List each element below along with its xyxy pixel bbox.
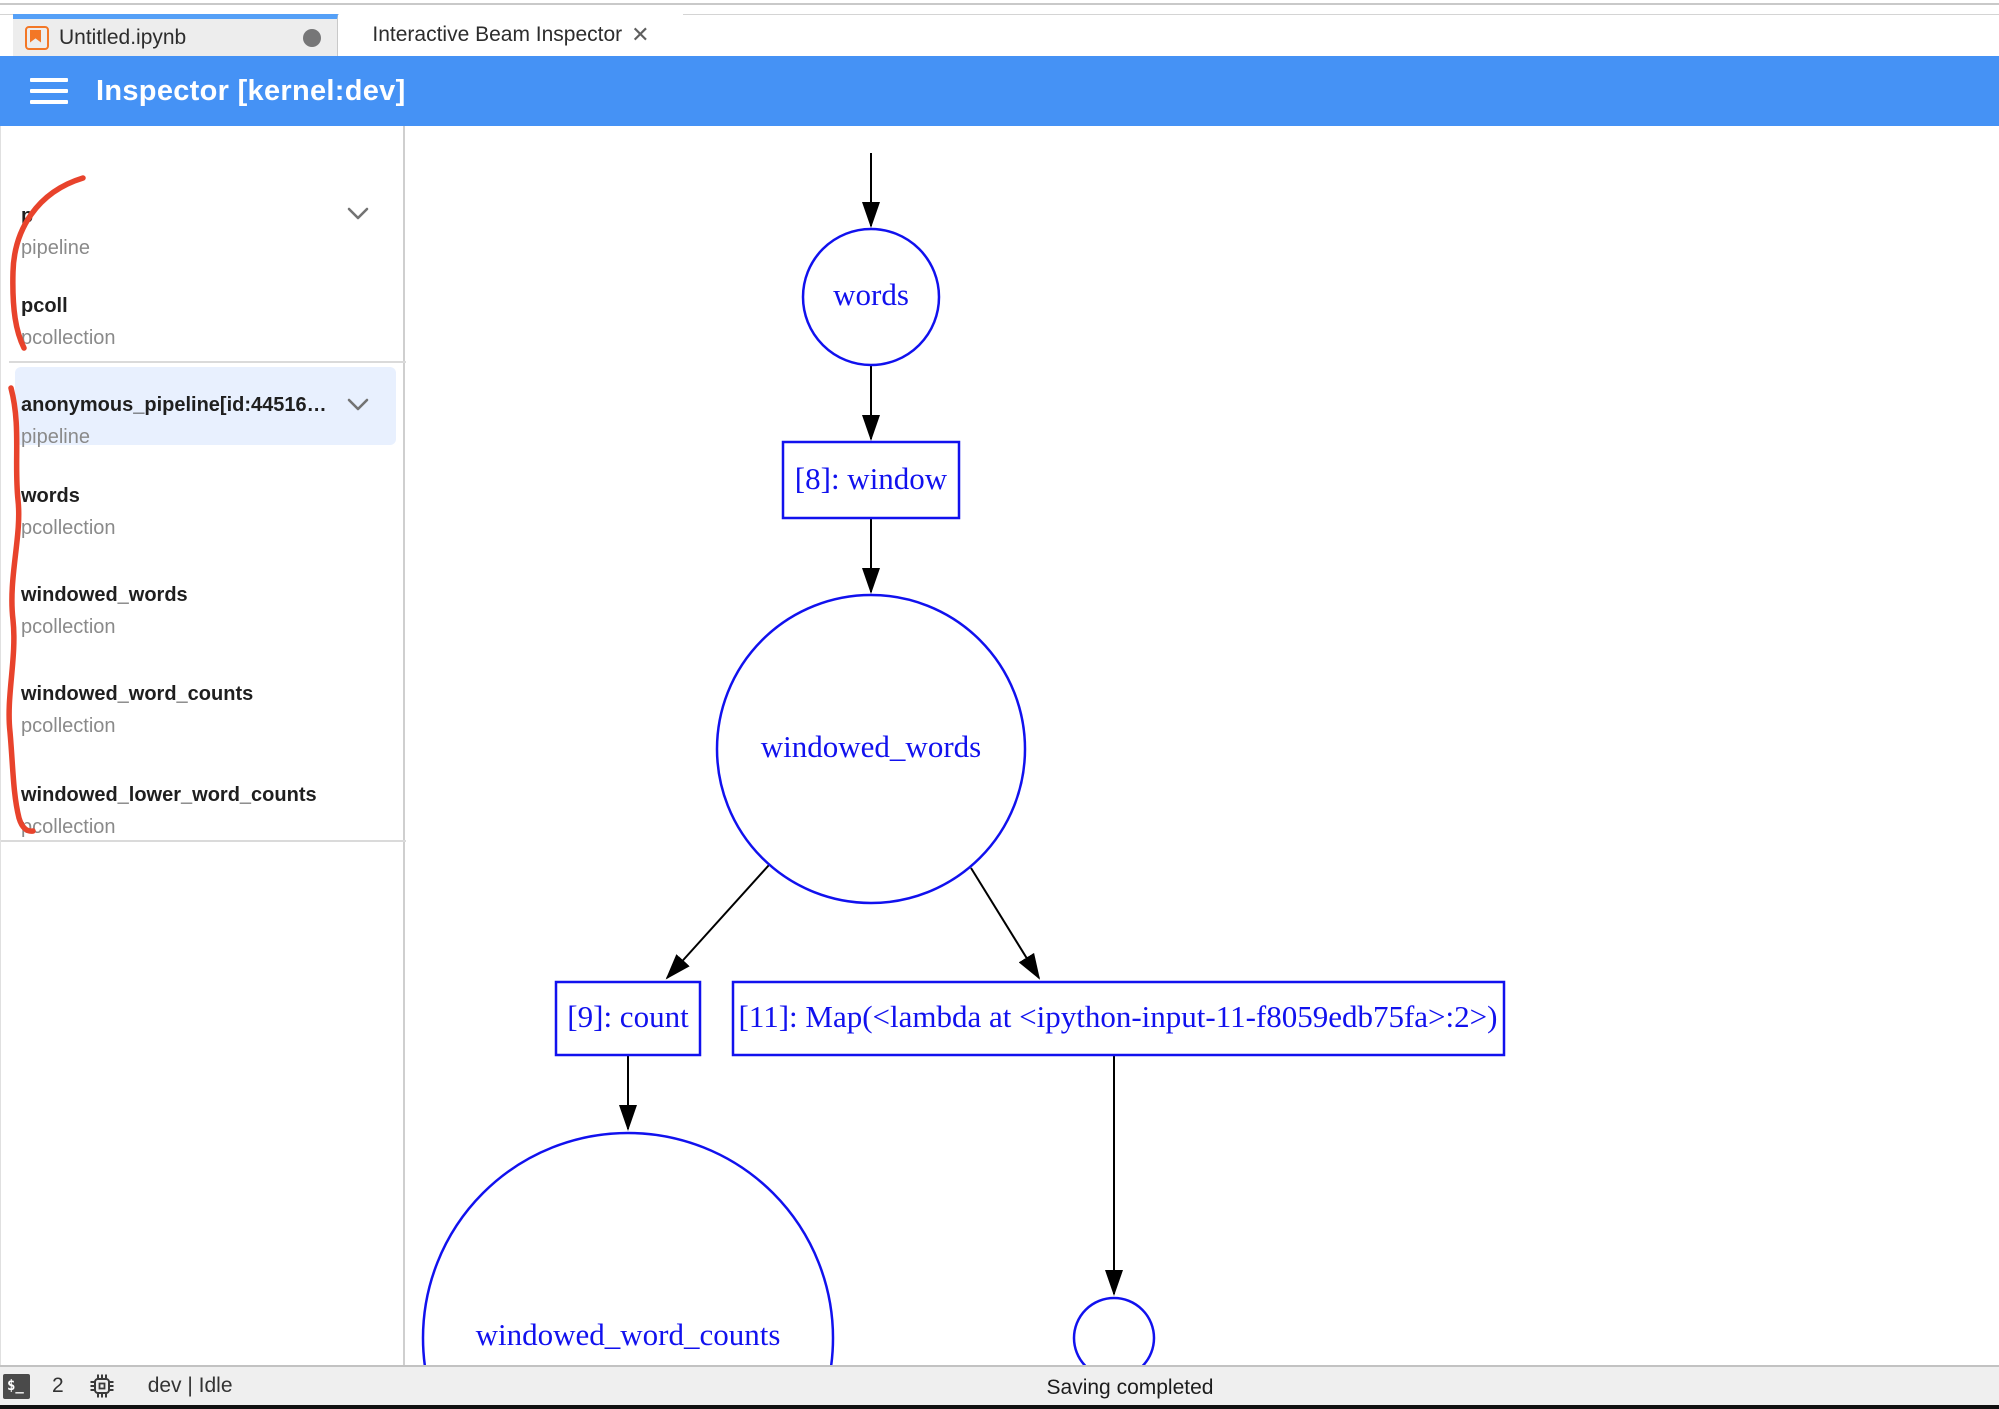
item-type: pcollection xyxy=(21,616,116,638)
item-type: pcollection xyxy=(21,715,116,737)
kernel-count[interactable]: 2 xyxy=(52,1374,64,1397)
close-icon[interactable]: ✕ xyxy=(631,22,650,47)
tab-beam-inspector[interactable]: Interactive Beam Inspector ✕ xyxy=(339,14,683,56)
node-label: [9]: count xyxy=(567,999,689,1034)
item-type: pcollection xyxy=(21,517,116,539)
chevron-down-icon[interactable] xyxy=(347,398,369,412)
node-label: words xyxy=(833,277,909,312)
list-bottom-border xyxy=(1,840,406,842)
kernel-chip-icon[interactable] xyxy=(88,1372,116,1400)
item-name: words xyxy=(21,485,80,507)
page-title: Inspector [kernel:dev] xyxy=(96,74,406,107)
tab-label: Untitled.ipynb xyxy=(59,25,187,49)
save-status-message: Saving completed xyxy=(1046,1376,1214,1399)
chevron-down-icon[interactable] xyxy=(347,207,369,221)
inspector-header: Inspector [kernel:dev] xyxy=(0,56,1999,126)
window-bottom-edge xyxy=(0,1405,1999,1409)
node-label: windowed_word_counts xyxy=(476,1317,781,1352)
item-type: pcollection xyxy=(21,816,116,838)
item-type: pcollection xyxy=(21,327,116,349)
item-type: pipeline xyxy=(21,426,90,448)
transform-node-count[interactable] xyxy=(554,980,702,1057)
tab-label: Interactive Beam Inspector xyxy=(372,23,623,46)
item-name: windowed_words xyxy=(21,584,188,606)
pipeline-graph-canvas[interactable]: words [8]: window windowed_words [9]: co… xyxy=(408,126,1999,1409)
tabbar-top-border xyxy=(0,14,1999,15)
group-divider xyxy=(9,361,406,363)
sidebar-item-words[interactable]: words pcollection xyxy=(1,485,406,540)
item-name: anonymous_pipeline[id:44516… xyxy=(21,394,327,416)
terminal-icon[interactable]: $_ xyxy=(3,1373,30,1399)
sidebar-item-windowed-word-counts[interactable]: windowed_word_counts pcollection xyxy=(1,683,406,738)
window-top-strip xyxy=(0,0,1999,14)
sidebar-item-pcoll[interactable]: pcoll pcollection xyxy=(1,295,406,350)
item-name: windowed_lower_word_counts xyxy=(21,784,317,806)
node-label: [11]: Map(<lambda at <ipython-input-11-f… xyxy=(739,999,1498,1034)
sidebar-item-windowed-words[interactable]: windowed_words pcollection xyxy=(1,584,406,639)
node-label: windowed_words xyxy=(761,729,981,764)
item-type: pipeline xyxy=(21,237,90,259)
sidebar-item-windowed-lower-word-counts[interactable]: windowed_lower_word_counts pcollection xyxy=(1,784,406,839)
unsaved-changes-dot[interactable] xyxy=(303,28,321,47)
pcollection-node-windowed-word-counts[interactable] xyxy=(421,1131,835,1409)
selected-item-highlight xyxy=(15,367,396,445)
pcollection-node-windowed-words[interactable] xyxy=(715,593,1027,905)
transform-node-window[interactable] xyxy=(781,440,961,520)
pipeline-dag: words [8]: window windowed_words [9]: co… xyxy=(421,153,1506,1409)
item-name: pcoll xyxy=(21,295,68,317)
edge-windowed-words-to-count xyxy=(665,864,770,980)
edge-windowed-words-to-map xyxy=(970,867,1041,980)
kernel-status[interactable]: dev | Idle xyxy=(147,1374,233,1397)
top-divider-line xyxy=(0,3,1999,5)
item-name: windowed_word_counts xyxy=(21,683,254,705)
content-area: p pipeline pcoll pcollection anonymous_p… xyxy=(0,126,1999,1409)
tab-bar: Untitled.ipynb Interactive Beam Inspecto… xyxy=(0,14,1999,56)
sidebar-item-anonymous-pipeline[interactable]: anonymous_pipeline[id:44516… pipeline xyxy=(1,394,376,449)
tab-untitled-notebook[interactable]: Untitled.ipynb xyxy=(13,14,338,56)
pcollection-node-output[interactable] xyxy=(1072,1296,1156,1380)
sidebar-item-p[interactable]: p pipeline xyxy=(1,205,406,260)
pipeline-sidebar: p pipeline pcoll pcollection anonymous_p… xyxy=(0,126,406,1365)
notebook-icon xyxy=(25,25,49,50)
menu-icon[interactable] xyxy=(30,71,68,111)
node-label: [8]: window xyxy=(795,461,948,496)
transform-node-map-lambda[interactable] xyxy=(731,980,1506,1057)
pcollection-node-words[interactable] xyxy=(801,227,941,367)
status-bar: $_ 2 dev | Idle Saving completed xyxy=(0,1365,1999,1409)
